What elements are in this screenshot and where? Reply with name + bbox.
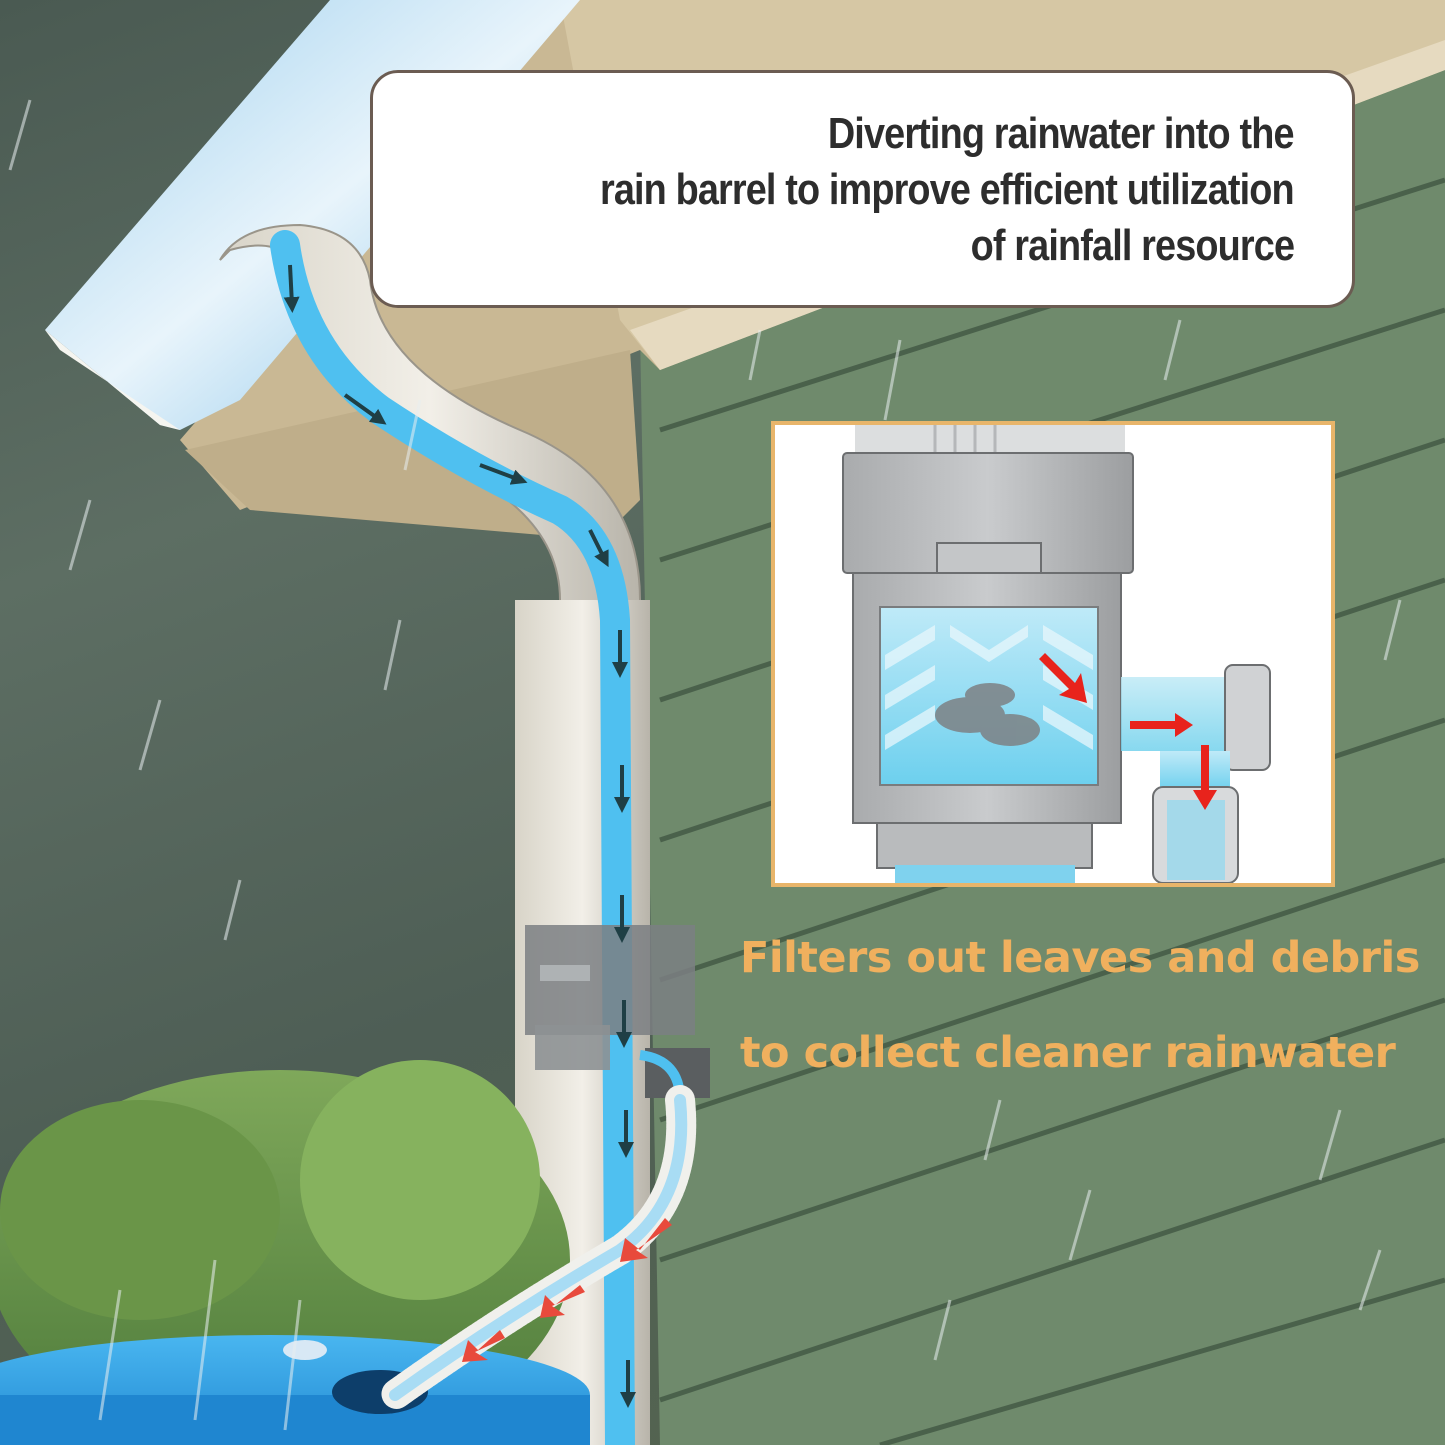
caption-line-2: to collect cleaner rainwater <box>740 1028 1396 1078</box>
diverter-cutaway-illustration <box>842 425 1271 883</box>
caption-line-1: Filters out leaves and debris <box>740 933 1420 983</box>
diverter-cutaway-inset <box>771 421 1335 887</box>
hose-flow-arrows <box>462 1218 672 1362</box>
rain-diverter-device <box>525 925 710 1101</box>
downspout-flow-arrows <box>283 264 636 1408</box>
headline-callout: Diverting rainwater into the rain barrel… <box>370 70 1355 308</box>
headline-line-2: rain barrel to improve efficient utiliza… <box>600 165 1295 214</box>
inset-red-flow-arrows <box>1039 653 1217 810</box>
rain-streaks <box>8 99 1402 1431</box>
debris-leaves <box>935 683 1040 746</box>
headline-line-1: Diverting rainwater into the <box>828 109 1295 158</box>
headline-line-3: of rainfall resource <box>970 221 1295 270</box>
overflow-hose <box>380 1085 697 1410</box>
